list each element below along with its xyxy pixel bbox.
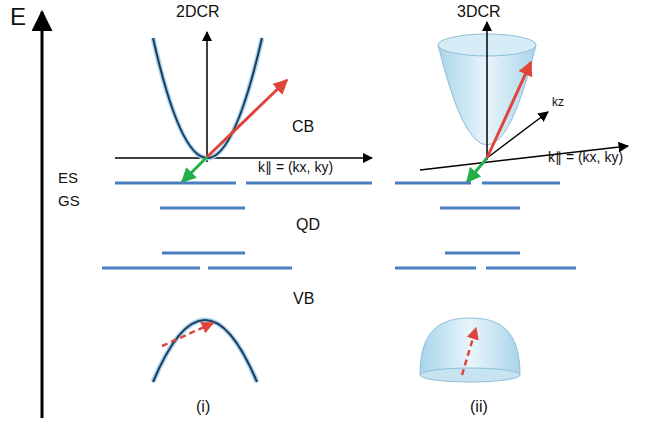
panel-title: 2DCR [176,3,220,21]
axis-label: kz [552,96,564,109]
panel-label: (ii) [470,398,488,416]
qd-levels-3d [395,183,576,268]
axis-label: k∥ = (kx, ky) [548,150,623,165]
axis-label: E [10,4,26,30]
cb-dispersion-glow [153,38,262,158]
relaxation-arrow-3d [467,158,487,182]
vb-dispersion-glow [153,320,257,382]
axis-label: k∥ = (kx, ky) [258,160,333,175]
panel-label: (i) [196,398,210,416]
level-label: GS [58,193,80,210]
k-axis-2d [115,157,372,159]
panel-title: 3DCR [457,3,501,21]
k-axis-3d [420,146,628,170]
vb-paraboloid [420,318,520,375]
vb-dispersion [153,320,257,382]
energy-axis [41,12,44,418]
energy-axis-3d [486,22,488,160]
hole-arrow [162,323,213,346]
excitation-arrow [207,80,287,157]
band-label: CB [292,118,314,136]
excitation-arrow-3d [487,62,531,158]
band-label: QD [296,216,320,234]
qd-levels-2d [102,183,372,268]
level-label: ES [58,170,78,187]
energy-axis-2d [206,32,208,162]
relaxation-arrow [182,157,207,182]
cb-dispersion [153,38,262,158]
hole-arrow-3d [462,328,476,375]
band-label: VB [293,290,314,308]
vb-rim [420,368,520,382]
